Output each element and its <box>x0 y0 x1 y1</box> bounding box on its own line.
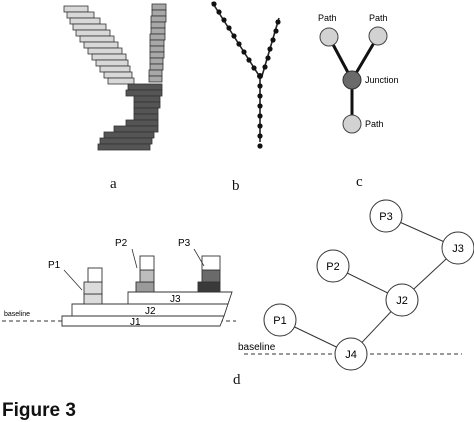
panel-d-node-j2 <box>385 283 419 317</box>
panel-d-p2-stack <box>135 281 155 293</box>
panel-d-j2-label: J2 <box>145 306 156 317</box>
panel-c-path-node-bottom <box>342 114 362 134</box>
panel-d-p1-label: P1 <box>48 260 61 271</box>
panel-c-label: c <box>356 174 363 190</box>
panel-d-node-j3-label: J3 <box>452 243 464 255</box>
panel-a-junction <box>97 83 163 151</box>
panel-d-j3-label: J3 <box>170 294 181 305</box>
panel-c-junction-node <box>342 70 362 90</box>
panel-d-node-j4 <box>334 337 368 371</box>
panel-a-right-branch <box>148 3 167 83</box>
panel-a-diagram <box>63 3 167 151</box>
panel-d-node-j4-label: J4 <box>345 349 357 361</box>
panel-d-left-diagram <box>2 255 236 327</box>
panel-d-node-p3 <box>369 199 403 233</box>
panel-c-path-node-right <box>368 26 388 46</box>
panel-c-diagram: Path Path Junction Path <box>318 13 399 134</box>
panel-b-points <box>211 1 281 149</box>
panel-d-left-labels: P1 P2 P3 J3 J2 J1 baseline <box>4 238 205 328</box>
panel-c-path-node-left <box>319 27 339 47</box>
panel-d-node-p1-label: P1 <box>273 315 286 327</box>
panel-d-node-p1 <box>263 303 297 337</box>
panel-d-p3-label: P3 <box>178 238 191 249</box>
panel-d-p2-label: P2 <box>115 238 128 249</box>
panel-b-diagram <box>211 1 281 149</box>
panel-c-path-left-label: Path <box>318 13 337 23</box>
panel-d-node-p2 <box>316 249 350 283</box>
panel-d-j1-label: J1 <box>130 317 141 328</box>
panel-c-path-bottom-label: Path <box>365 119 384 129</box>
panel-a-left-branch <box>63 5 135 85</box>
panel-d-j3-block <box>127 291 233 305</box>
panel-d-right-baseline-label: baseline <box>238 342 276 353</box>
panel-d-p1-stack <box>83 293 103 305</box>
panel-c-path-right-label: Path <box>369 13 388 23</box>
panel-d-left-baseline-label: baseline <box>4 311 30 318</box>
panel-d-node-j3 <box>441 231 474 265</box>
panel-b-label: b <box>232 178 240 194</box>
panel-d-right-graph: P3 J3 P2 J2 P1 J4 baseline <box>238 199 474 371</box>
panel-d-p3-stack <box>197 281 221 293</box>
panel-d-j1-block <box>61 315 225 327</box>
panel-d-node-p2-label: P2 <box>326 261 339 273</box>
panel-c-junction-label: Junction <box>365 75 399 85</box>
panel-a-label: a <box>110 176 117 192</box>
figure-caption: Figure 3 <box>2 400 76 421</box>
panel-d-node-p3-label: P3 <box>379 211 392 223</box>
panel-d-node-j2-label: J2 <box>396 295 408 307</box>
panel-d-label: d <box>233 372 241 388</box>
